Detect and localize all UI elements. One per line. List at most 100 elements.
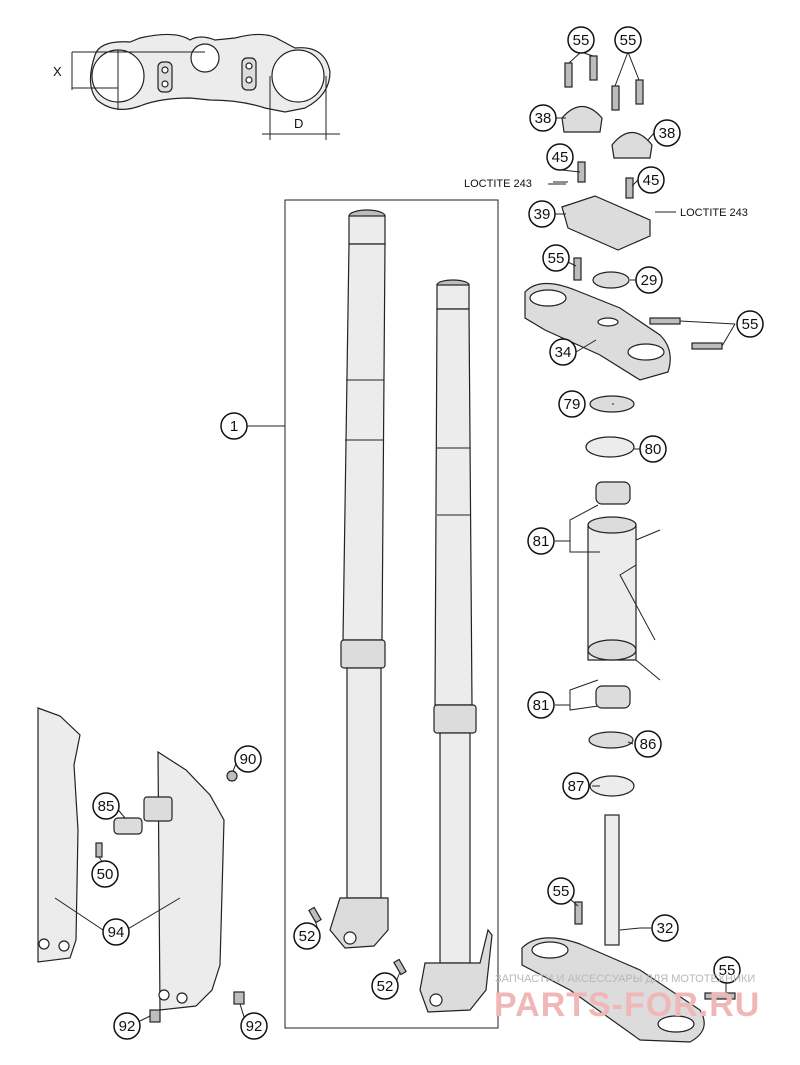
callout-1: 1 <box>220 412 248 440</box>
handlebar-clamp-38-left <box>561 105 603 133</box>
fork-guard-right <box>143 750 225 1011</box>
callout-39: 39 <box>528 200 556 228</box>
callout-label: 80 <box>645 441 662 458</box>
callout-81a: 81 <box>527 527 555 555</box>
fork-leg-left <box>329 209 389 949</box>
callout-label: 81 <box>533 697 550 714</box>
callout-label: 50 <box>97 866 114 883</box>
nut-29 <box>592 271 630 289</box>
callout-label: 34 <box>555 344 572 361</box>
bolt-55-top-left-a <box>564 62 573 88</box>
callout-label: 92 <box>119 1018 136 1035</box>
watermark-caption: ЗАПЧАСТИ И АКСЕССУАРЫ ДЛЯ МОТОТЕХНИКИ <box>495 973 755 985</box>
callout-label: 52 <box>299 928 316 945</box>
callout-81b: 81 <box>527 691 555 719</box>
loctite-note-left: LOCTITE 243 <box>464 178 532 190</box>
bolt-92-right <box>233 991 245 1005</box>
callout-85: 85 <box>92 792 120 820</box>
callout-label: 1 <box>230 418 238 435</box>
callout-label: 55 <box>553 883 570 900</box>
callout-86: 86 <box>634 730 662 758</box>
callout-34: 34 <box>549 338 577 366</box>
bolt-55-lower-clamp <box>574 901 583 925</box>
callout-label: 39 <box>534 206 551 223</box>
watermark: ЗАПЧАСТИ И АКСЕССУАРЫ ДЛЯ МОТОТЕХНИКИ PA… <box>494 973 760 1024</box>
callout-label: 45 <box>643 172 660 189</box>
bolt-55-top-right-a <box>611 85 620 111</box>
clamp-85 <box>113 817 143 835</box>
lower-triple-clamp-32 <box>521 814 705 1043</box>
callout-55e: 55 <box>547 877 575 905</box>
callout-label: 38 <box>535 110 552 127</box>
callout-label: 45 <box>552 149 569 166</box>
callout-90: 90 <box>234 745 262 773</box>
callout-label: 90 <box>240 751 257 768</box>
callout-label: 29 <box>641 272 658 289</box>
fork-assembly-box <box>284 199 499 1029</box>
dimension-d-label: D <box>294 116 303 131</box>
bolt-45-right <box>625 177 634 199</box>
bolt-55-clamp-b <box>691 342 723 350</box>
callout-label: 81 <box>533 533 550 550</box>
callout-87: 87 <box>562 772 590 800</box>
callout-label: 32 <box>657 920 674 937</box>
clamp-dimension-sketch: X D <box>53 33 340 140</box>
fork-guard-left <box>37 707 81 963</box>
callout-label: 87 <box>568 778 585 795</box>
callout-label: 55 <box>742 316 759 333</box>
callout-55f: 55 <box>713 956 741 984</box>
callout-32: 32 <box>651 914 679 942</box>
bearing-81-upper <box>595 481 631 505</box>
callout-label: 52 <box>377 978 394 995</box>
bolt-55-top-right-b <box>635 79 644 105</box>
callout-52a: 52 <box>293 922 321 950</box>
callout-38b: 38 <box>653 119 681 147</box>
callout-79: 79 <box>558 390 586 418</box>
dimension-x-label: X <box>53 64 62 79</box>
frame-head-tube <box>587 516 661 681</box>
seal-87 <box>589 775 635 797</box>
callout-label: 55 <box>548 250 565 267</box>
callout-80: 80 <box>639 435 667 463</box>
bolt-50 <box>95 842 103 858</box>
callout-52b: 52 <box>371 972 399 1000</box>
handlebar-bracket-39 <box>561 195 651 251</box>
bolt-55-lower-side <box>704 992 736 1000</box>
callout-55c: 55 <box>542 244 570 272</box>
callout-55a: 55 <box>567 26 595 54</box>
callout-label: 92 <box>246 1018 263 1035</box>
washer-86 <box>588 731 634 749</box>
callout-29: 29 <box>635 266 663 294</box>
watermark-brand: PARTS-FOR.RU <box>494 986 760 1024</box>
callout-label: 55 <box>573 32 590 49</box>
upper-triple-clamp-34 <box>524 282 671 381</box>
bolt-55-stem <box>573 257 582 281</box>
callout-label: 55 <box>620 32 637 49</box>
callout-label: 86 <box>640 736 657 753</box>
callout-label: 38 <box>659 125 676 142</box>
bolt-55-top-left-b <box>589 55 598 81</box>
callout-92b: 92 <box>240 1012 268 1040</box>
callout-92a: 92 <box>113 1012 141 1040</box>
bolt-92-left <box>149 1009 161 1023</box>
callout-55b: 55 <box>614 26 642 54</box>
callout-label: 55 <box>719 962 736 979</box>
callout-label: 85 <box>98 798 115 815</box>
loctite-note-right: LOCTITE 243 <box>680 207 748 219</box>
callout-38a: 38 <box>529 104 557 132</box>
seal-80 <box>585 436 635 458</box>
callout-55d: 55 <box>736 310 764 338</box>
handlebar-clamp-38-right <box>611 131 653 159</box>
nut-90 <box>226 770 238 782</box>
bolt-55-clamp-a <box>649 317 681 325</box>
callout-45a: 45 <box>546 143 574 171</box>
bolt-52-right <box>393 958 407 976</box>
callout-45b: 45 <box>637 166 665 194</box>
callout-label: 79 <box>564 396 581 413</box>
callout-50: 50 <box>91 860 119 888</box>
fork-leg-right <box>419 279 493 1013</box>
callout-label: 94 <box>108 924 125 941</box>
bearing-81-lower <box>595 685 631 709</box>
callout-94: 94 <box>102 918 130 946</box>
